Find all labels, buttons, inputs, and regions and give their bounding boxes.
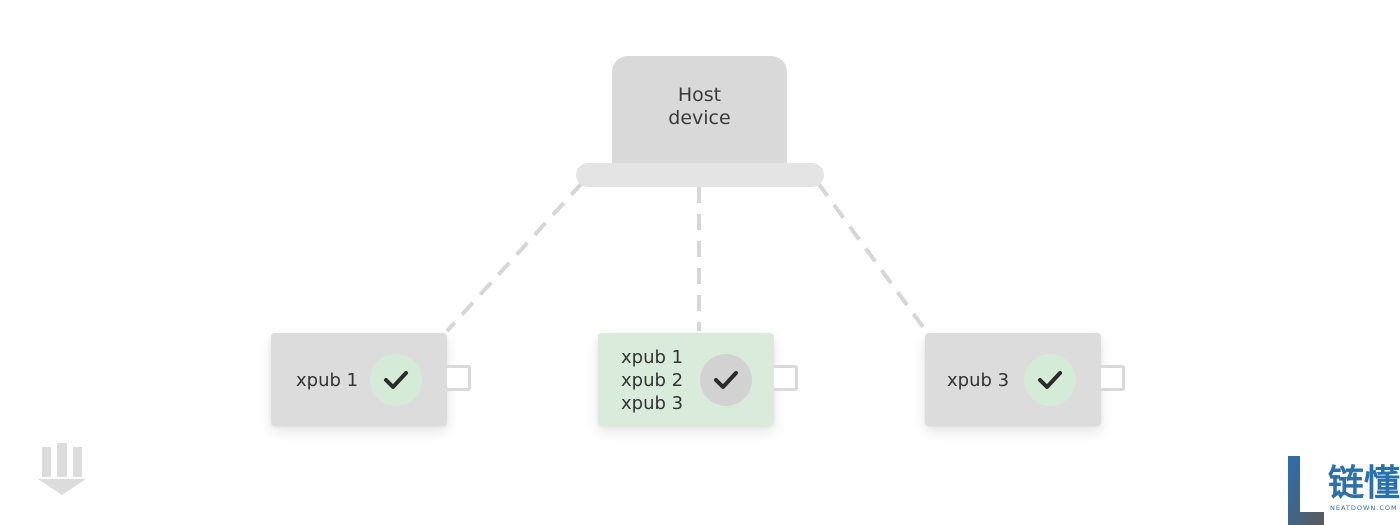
check-icon	[714, 371, 738, 389]
host-device-label-line1: Host	[677, 84, 722, 106]
check-icon	[384, 371, 408, 389]
device-2-xpub-label-2: xpub 2	[621, 370, 684, 391]
watermark-text: 链懂	[1328, 463, 1400, 504]
hardware-wallet-2: xpub 1 xpub 2 xpub 3	[598, 333, 774, 426]
device-1-check-badge	[370, 354, 422, 406]
check-icon	[1038, 371, 1062, 389]
device-2-xpub-label-1: xpub 1	[621, 347, 684, 368]
brand-logo-icon	[38, 443, 86, 495]
hardware-wallet-1: xpub 1	[271, 333, 447, 426]
device-1-xpub-label: xpub 1	[296, 370, 359, 391]
connector-left	[445, 181, 584, 333]
hardware-wallet-3: xpub 3	[925, 333, 1101, 426]
watermark-subtext: NEATDOWN.COM	[1330, 504, 1398, 512]
device-2-xpub-label-3: xpub 3	[621, 393, 684, 414]
watermark-logo-icon	[1288, 456, 1324, 525]
watermark: 链懂 NEATDOWN.COM	[1286, 454, 1400, 525]
device-2-xpub-labels: xpub 1 xpub 2 xpub 3	[621, 346, 683, 415]
device-2-check-badge	[700, 354, 752, 406]
device-3-usb-connector	[1101, 365, 1125, 391]
device-3-check-badge	[1024, 354, 1076, 406]
host-device-screen: Host device	[612, 56, 787, 166]
host-device-base	[576, 163, 824, 187]
device-3-xpub-label: xpub 3	[947, 370, 1010, 391]
device-2-usb-connector	[774, 365, 798, 391]
host-device-label-line2: device	[668, 107, 731, 129]
device-1-usb-connector	[447, 365, 471, 391]
connector-right	[816, 181, 928, 333]
